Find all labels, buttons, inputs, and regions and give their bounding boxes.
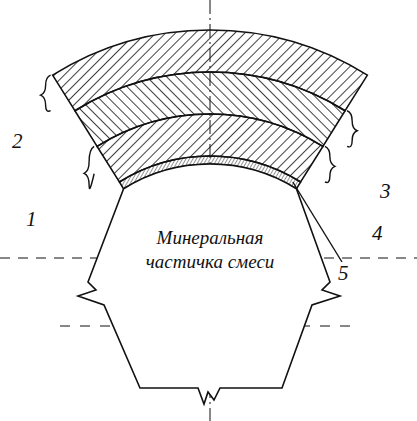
callout-brace [325,146,335,182]
callout-brace [347,111,357,147]
callout-number: 4 [370,222,385,244]
particle-region: Минеральная частичка смеси [135,226,285,274]
particle-label: Минеральная частичка смеси [135,226,285,274]
callout-brace [41,75,51,111]
callout-number: 5 [336,262,351,284]
callout-brace [293,182,342,262]
callout-number: 2 [10,130,25,152]
callout-number: 1 [24,208,39,230]
callout-number: 3 [378,180,393,202]
particle-outline [78,164,340,404]
callout-brace [84,146,94,188]
